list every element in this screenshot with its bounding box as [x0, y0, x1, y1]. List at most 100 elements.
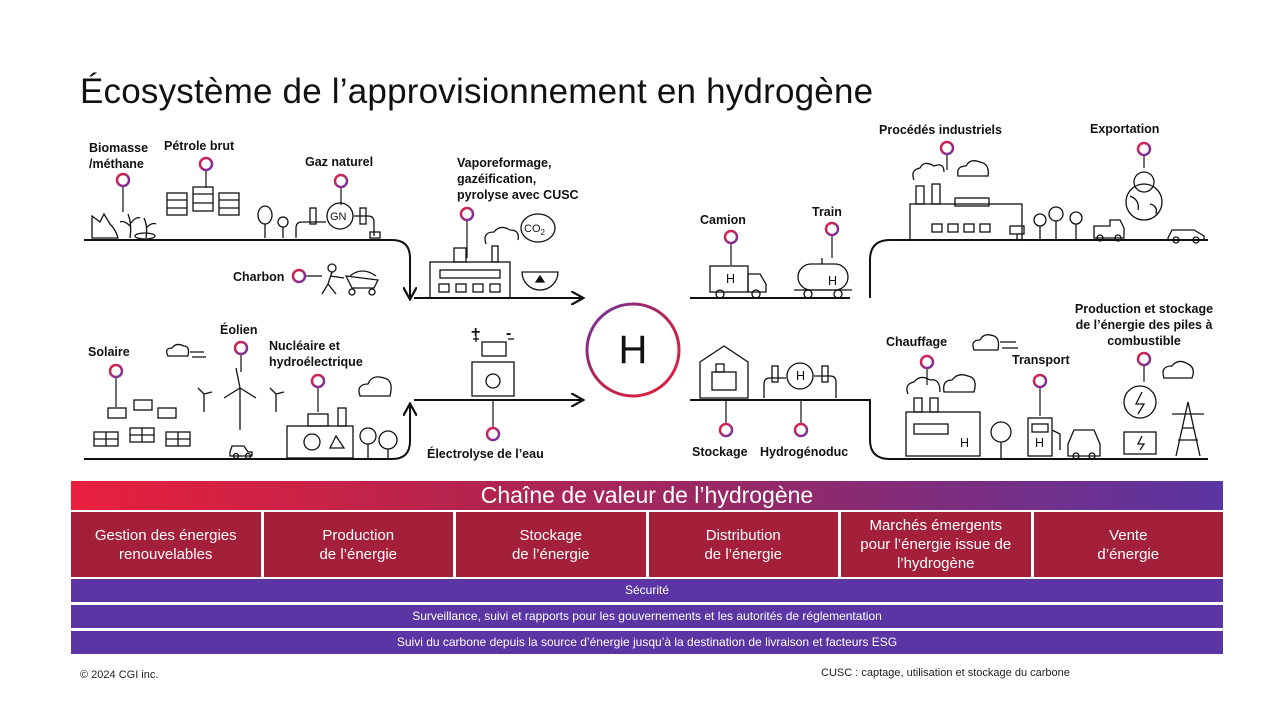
pin-electrolyse [485, 400, 501, 442]
chain-cell-distribution: Distribution de l’énergie [648, 512, 838, 577]
pin-petrole [198, 156, 214, 188]
chain-cell-marches: Marchés émergents pour l’énergie issue d… [841, 512, 1031, 577]
label-co2: CO2 [524, 221, 545, 241]
page-title: Écosystème de l’approvisionnement en hyd… [80, 72, 874, 111]
solar-panels-icon [93, 399, 191, 447]
label-vapo-line2: gazéification, [457, 172, 537, 186]
bar-securite: Sécurité [71, 579, 1223, 602]
cloud-wind-icon [972, 334, 1018, 351]
pump-h-label: H [1035, 436, 1045, 450]
truck-icon [709, 265, 767, 299]
hydrogen-symbol: H [618, 328, 648, 372]
chain-cell-production: Production de l’énergie [263, 512, 453, 577]
factory-icon [429, 213, 559, 299]
tree-icon [257, 205, 289, 238]
label-nucleaire-line2: hydroélectrique [269, 355, 363, 369]
label-transport: Transport [1012, 353, 1070, 367]
pin-charbon [291, 268, 322, 284]
pin-exportation [1136, 141, 1152, 168]
pipeline-h-label: H [796, 369, 806, 383]
label-piles-line2: de l’énergie des piles à [1075, 318, 1213, 332]
chain-title: Chaîne de valeur de l’hydrogène [71, 481, 1223, 510]
globe-icon [1125, 171, 1163, 221]
label-piles-line3: combustible [1107, 334, 1181, 348]
train-tank-icon [794, 258, 852, 299]
heating-house-icon [905, 374, 981, 457]
label-biomasse: Biomasse /méthane [89, 140, 148, 172]
label-train: Train [812, 205, 842, 219]
pin-vapo [459, 206, 475, 258]
pin-solaire [108, 363, 124, 407]
label-procedes: Procédés industriels [879, 123, 1002, 137]
label-minus: - [506, 325, 512, 342]
footer-copyright: © 2024 CGI inc. [80, 669, 159, 681]
car-icon [229, 445, 253, 460]
pin-nucleaire [310, 373, 326, 412]
pin-procedes [939, 140, 955, 170]
wind-turbine-icon [197, 367, 285, 430]
label-piles: Production et stockage de l’énergie des … [1068, 301, 1220, 349]
pin-camion [723, 229, 739, 265]
coal-cart-icon [321, 263, 379, 296]
fuel-cell-icon [1123, 360, 1194, 455]
location-pins [108, 140, 1152, 442]
wind-icon [166, 343, 206, 358]
label-camion: Camion [700, 213, 746, 227]
power-tower-icon [1172, 401, 1204, 457]
trees-right-icon [1009, 206, 1083, 240]
label-electrolyse: Électrolyse de l’eau [427, 447, 544, 461]
gas-pipe-icon [295, 202, 381, 239]
icons [91, 160, 1205, 460]
oil-barrels-icon [166, 186, 240, 216]
label-plus: + [471, 324, 481, 341]
chain-cell-stockage: Stockage de l’énergie [456, 512, 646, 577]
truck-h-label: H [726, 272, 736, 286]
label-vapo: Vaporeformage, gazéification, pyrolyse a… [457, 155, 579, 203]
hydrogen-circle [585, 302, 681, 398]
label-gn-symbol: GN [330, 211, 347, 223]
vehicles-icon [1093, 219, 1205, 244]
warehouse-icon [699, 345, 749, 399]
pin-gaz [333, 173, 349, 205]
hydrogen-pump-icon [1027, 417, 1101, 460]
label-charbon: Charbon [233, 270, 285, 284]
label-vapo-line3: pyrolyse avec CUSC [457, 188, 579, 202]
co2-subscript: 2 [540, 228, 545, 238]
ecosystem-diagram [84, 140, 1208, 460]
bar-carbone: Suivi du carbone depuis la source d’éner… [71, 631, 1223, 654]
label-nucleaire-line1: Nucléaire et [269, 339, 340, 353]
label-biomasse-line2: /méthane [89, 157, 144, 171]
biomass-icon [91, 212, 157, 240]
pin-transport [1032, 373, 1048, 416]
chain-cell-vente: Vente d’énergie [1033, 512, 1223, 577]
label-vapo-line1: Vaporeformage, [457, 156, 552, 170]
trees-icon [359, 427, 398, 458]
chain-cells: Gestion des énergies renouvelables Produ… [71, 512, 1223, 577]
pin-train [824, 221, 840, 258]
label-stockage: Stockage [692, 445, 748, 459]
industrial-plant-icon [909, 160, 1023, 241]
battery-icon [471, 336, 515, 397]
label-eolien: Éolien [220, 323, 258, 337]
bar-surveillance: Surveillance, suivi et rapports pour les… [71, 605, 1223, 628]
nuclear-plant-icon [286, 407, 354, 459]
train-h-label: H [828, 274, 838, 288]
pin-hydrogenoduc [793, 400, 809, 438]
label-chauffage: Chauffage [886, 335, 948, 349]
pin-stockage [718, 400, 734, 438]
label-piles-line1: Production et stockage [1074, 302, 1214, 316]
label-nucleaire: Nucléaire et hydroélectrique [269, 338, 363, 370]
pin-biomasse [115, 172, 131, 212]
house-h-label: H [960, 436, 970, 450]
footer-note: CUSC : captage, utilisation et stockage … [821, 667, 1070, 679]
label-petrole: Pétrole brut [164, 139, 235, 153]
chain-cell-renouvelables: Gestion des énergies renouvelables [71, 512, 261, 577]
label-gaz: Gaz naturel [305, 155, 374, 169]
label-biomasse-line1: Biomasse [89, 141, 149, 155]
pin-chauffage [919, 354, 935, 385]
co2-text: CO [524, 223, 541, 235]
pin-piles [1136, 351, 1152, 382]
tree-right-icon [990, 421, 1012, 458]
label-exportation: Exportation [1090, 122, 1160, 136]
label-solaire: Solaire [88, 345, 130, 359]
